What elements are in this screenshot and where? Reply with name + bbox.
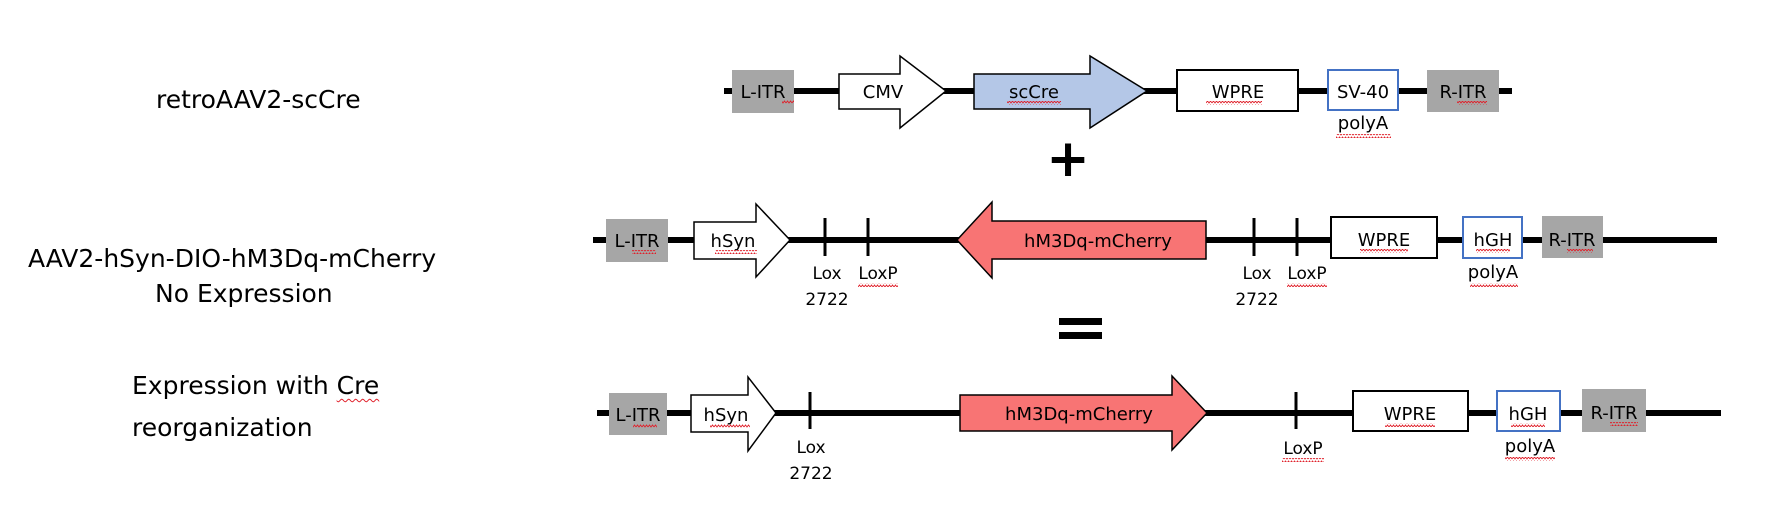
svg-text:R-ITR: R-ITR <box>1439 82 1486 103</box>
construct-row-1: L-ITR CMV scCre WPRE SV-40 polyA R-ITR <box>724 54 1512 138</box>
svg-text:LoxP: LoxP <box>1287 264 1326 284</box>
hgh-polya-element: hGH polyA <box>1462 216 1523 287</box>
svg-text:polyA: polyA <box>1338 113 1389 134</box>
sccre-gene-arrow: scCre <box>973 54 1149 130</box>
svg-text:hGH: hGH <box>1474 230 1513 251</box>
wpre-element: WPRE <box>1330 216 1438 259</box>
r-itr-element: R-ITR <box>1582 389 1646 432</box>
r-itr-element: R-ITR <box>1542 216 1603 258</box>
svg-text:L-ITR: L-ITR <box>615 405 660 426</box>
r-itr-element: R-ITR <box>1427 70 1499 112</box>
wpre-element: WPRE <box>1352 390 1469 432</box>
svg-text:WPRE: WPRE <box>1384 404 1437 425</box>
l-itr-element: L-ITR <box>609 393 667 435</box>
hsyn-promoter-arrow: hSyn <box>693 202 792 279</box>
wpre-element: WPRE <box>1176 69 1299 112</box>
loxp-site: LoxP <box>858 218 898 287</box>
loxp-site: LoxP <box>1287 218 1327 287</box>
hm3dq-mcherry-gene-arrow: hM3Dq-mCherry <box>959 374 1209 452</box>
svg-text:LoxP: LoxP <box>1283 439 1322 459</box>
lox2722-site: Lox 2722 <box>1235 218 1279 310</box>
svg-text:SV-40: SV-40 <box>1337 82 1389 103</box>
row2-label-line2: No Expression <box>155 279 333 308</box>
l-itr-element: L-ITR <box>606 219 668 262</box>
row3-label-text: Expression with <box>132 371 337 400</box>
row3-label-cre: Cre <box>336 371 380 400</box>
l-itr-element: L-ITR <box>732 70 794 113</box>
svg-text:L-ITR: L-ITR <box>614 231 659 252</box>
svg-text:WPRE: WPRE <box>1212 82 1265 103</box>
svg-text:Lox: Lox <box>812 264 841 284</box>
row2-label-line1: AAV2-hSyn-DIO-hM3Dq-mCherry <box>28 244 437 273</box>
svg-text:polyA: polyA <box>1505 436 1556 457</box>
row1-label: retroAAV2-scCre <box>156 85 361 114</box>
hm3dq-mcherry-inverted-arrow: hM3Dq-mCherry <box>955 200 1207 280</box>
construct-row-2: L-ITR hSyn Lox 2722 LoxP hM3Dq-mCherry L… <box>593 200 1717 310</box>
svg-text:WPRE: WPRE <box>1358 230 1411 251</box>
equals-operator <box>1059 318 1102 339</box>
svg-text:LoxP: LoxP <box>858 264 897 284</box>
svg-text:Lox: Lox <box>796 438 825 458</box>
hgh-polya-element: hGH polyA <box>1496 390 1561 461</box>
sv40-polya-element: SV-40 polyA <box>1327 69 1399 138</box>
svg-text:scCre: scCre <box>1009 82 1059 103</box>
svg-text:R-ITR: R-ITR <box>1590 403 1637 424</box>
svg-text:hSyn: hSyn <box>711 231 756 252</box>
hsyn-promoter-arrow: hSyn <box>690 374 777 454</box>
svg-text:Lox: Lox <box>1242 264 1271 284</box>
svg-text:hGH: hGH <box>1509 404 1548 425</box>
svg-text:2722: 2722 <box>1235 290 1278 310</box>
svg-text:R-ITR: R-ITR <box>1548 230 1595 251</box>
plus-operator: + <box>1046 129 1090 189</box>
row3-label-line1: Expression with Cre <box>132 369 379 403</box>
svg-text:hM3Dq-mCherry: hM3Dq-mCherry <box>1024 231 1172 252</box>
svg-text:hSyn: hSyn <box>704 405 749 426</box>
svg-text:L-ITR: L-ITR <box>740 82 785 103</box>
svg-text:CMV: CMV <box>863 82 904 103</box>
cmv-promoter-arrow: CMV <box>838 54 948 130</box>
lox2722-site: Lox 2722 <box>789 392 833 484</box>
construct-row-3: L-ITR hSyn Lox 2722 hM3Dq-mCherry LoxP W… <box>597 374 1721 484</box>
svg-text:polyA: polyA <box>1468 262 1519 283</box>
svg-text:2722: 2722 <box>789 464 832 484</box>
svg-text:hM3Dq-mCherry: hM3Dq-mCherry <box>1005 404 1153 425</box>
svg-text:2722: 2722 <box>805 290 848 310</box>
lox2722-site: Lox 2722 <box>805 218 849 310</box>
loxp-site: LoxP <box>1282 392 1324 462</box>
row3-label-line2: reorganization <box>132 413 313 442</box>
